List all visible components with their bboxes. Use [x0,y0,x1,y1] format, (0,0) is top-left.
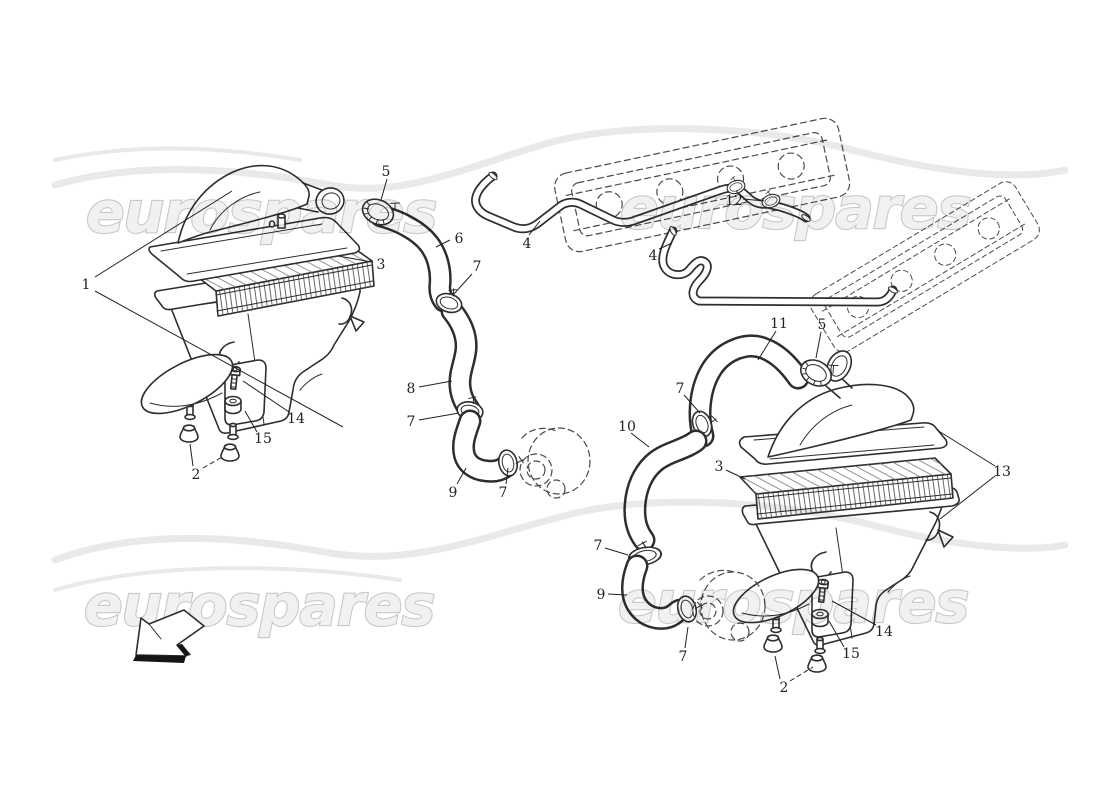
turbocharger-ghost-left [519,427,591,499]
leader-line-12 [742,198,765,202]
leader-line-2 [789,666,814,682]
swoosh-bottom-accent [53,566,402,592]
part-callout-12: 12 [725,193,743,209]
leader-line-9 [456,467,467,485]
left-housing [140,283,365,462]
part-callout-9: 9 [449,485,458,501]
part-callout-4: 4 [523,236,532,252]
part-callout-8: 8 [407,381,416,397]
part-callout-7: 7 [594,538,603,554]
leader-line-6 [435,239,451,248]
leader-line-4 [658,242,673,250]
leader-line-14 [242,380,290,413]
part-callout-13: 13 [993,464,1011,480]
part-callout-2: 2 [192,467,201,483]
part-callout-6: 6 [455,231,464,247]
right-hose-chain [627,346,839,642]
mount-stud-right-b [814,636,826,655]
leader-line-15 [244,410,258,433]
intake-snorkel-left [140,353,234,415]
leader-line-2 [202,455,225,469]
rubber-mount-left-b [220,443,240,462]
swoosh-top-accent [53,146,302,162]
leader-line-7 [505,467,509,485]
leader-line-7 [418,412,460,421]
part-callout-14: 14 [875,624,893,640]
direction-arrow [133,609,205,663]
leader-line-3 [725,469,746,480]
leader-line-1 [94,290,344,428]
part-callout-3: 3 [377,257,386,273]
watermark-text-top-right: eurospares [620,176,970,242]
part-callout-9: 9 [597,587,606,603]
rubber-mount-left-a [179,424,199,443]
turbocharger-ghost-right [692,569,766,642]
air-cleaner-cover-right [738,350,948,465]
leader-line-13 [939,475,996,520]
swoosh-top [51,125,1069,192]
leader-line-4 [528,220,541,236]
swoosh-bottom [51,498,1069,564]
part-callout-4: 4 [649,248,658,264]
part-callout-15: 15 [254,431,272,447]
leader-line-5 [380,178,388,201]
intake-snorkel-right [732,568,820,624]
part-callout-10: 10 [618,419,636,435]
part-callout-14: 14 [287,411,305,427]
leader-line-2 [774,655,781,680]
leader-line-14 [831,600,877,626]
rubber-mount-right-a [763,634,783,653]
watermark-text-bottom-right: eurospares [618,570,968,636]
leader-line-13 [936,429,996,467]
part-callout-5: 5 [382,164,391,180]
part-callout-11: 11 [770,316,788,332]
leader-line-10 [630,432,650,448]
leader-line-9 [607,593,628,596]
watermark-text-top-left: eurospares [86,180,436,246]
right-air-cleaner-assembly [732,350,960,673]
leader-line-2 [189,443,194,467]
part-callout-3: 3 [715,459,724,475]
part-callout-1: 1 [82,277,91,293]
breather-pipe-4-left [476,171,811,229]
rubber-mount-right-b [807,654,827,673]
part-callout-7: 7 [676,381,685,397]
leader-line-1 [94,190,233,278]
leader-line-11 [757,330,777,361]
leader-line-7 [683,394,701,414]
part-callout-7: 7 [407,414,416,430]
part-callout-15: 15 [842,646,860,662]
leader-line-7 [604,547,629,556]
part-callout-7: 7 [679,649,688,665]
breather-pipe-4-right [663,226,898,302]
part-callout-7: 7 [499,485,508,501]
air-cleaner-cover-left [148,164,361,283]
leader-line-7 [684,626,689,649]
part-callout-5: 5 [818,317,827,333]
left-hose-chain [357,189,591,499]
vent-fitting-left [268,213,286,229]
down-hose-10 [635,441,696,540]
air-filter-element-right [739,457,954,520]
left-air-cleaner-assembly [140,164,375,462]
watermark-text-bottom-left: eurospares [84,573,434,639]
mount-stud-left-b [227,422,239,441]
leader-line-5 [815,331,822,359]
spacer-15-left [224,395,242,415]
intake-hose-11 [700,346,798,436]
leader-line-8 [418,380,453,388]
leader-line-3 [337,255,373,263]
leader-line-15 [828,620,845,648]
leader-line-7 [452,273,473,296]
part-callout-7: 7 [473,259,482,275]
part-callout-2: 2 [780,680,789,696]
